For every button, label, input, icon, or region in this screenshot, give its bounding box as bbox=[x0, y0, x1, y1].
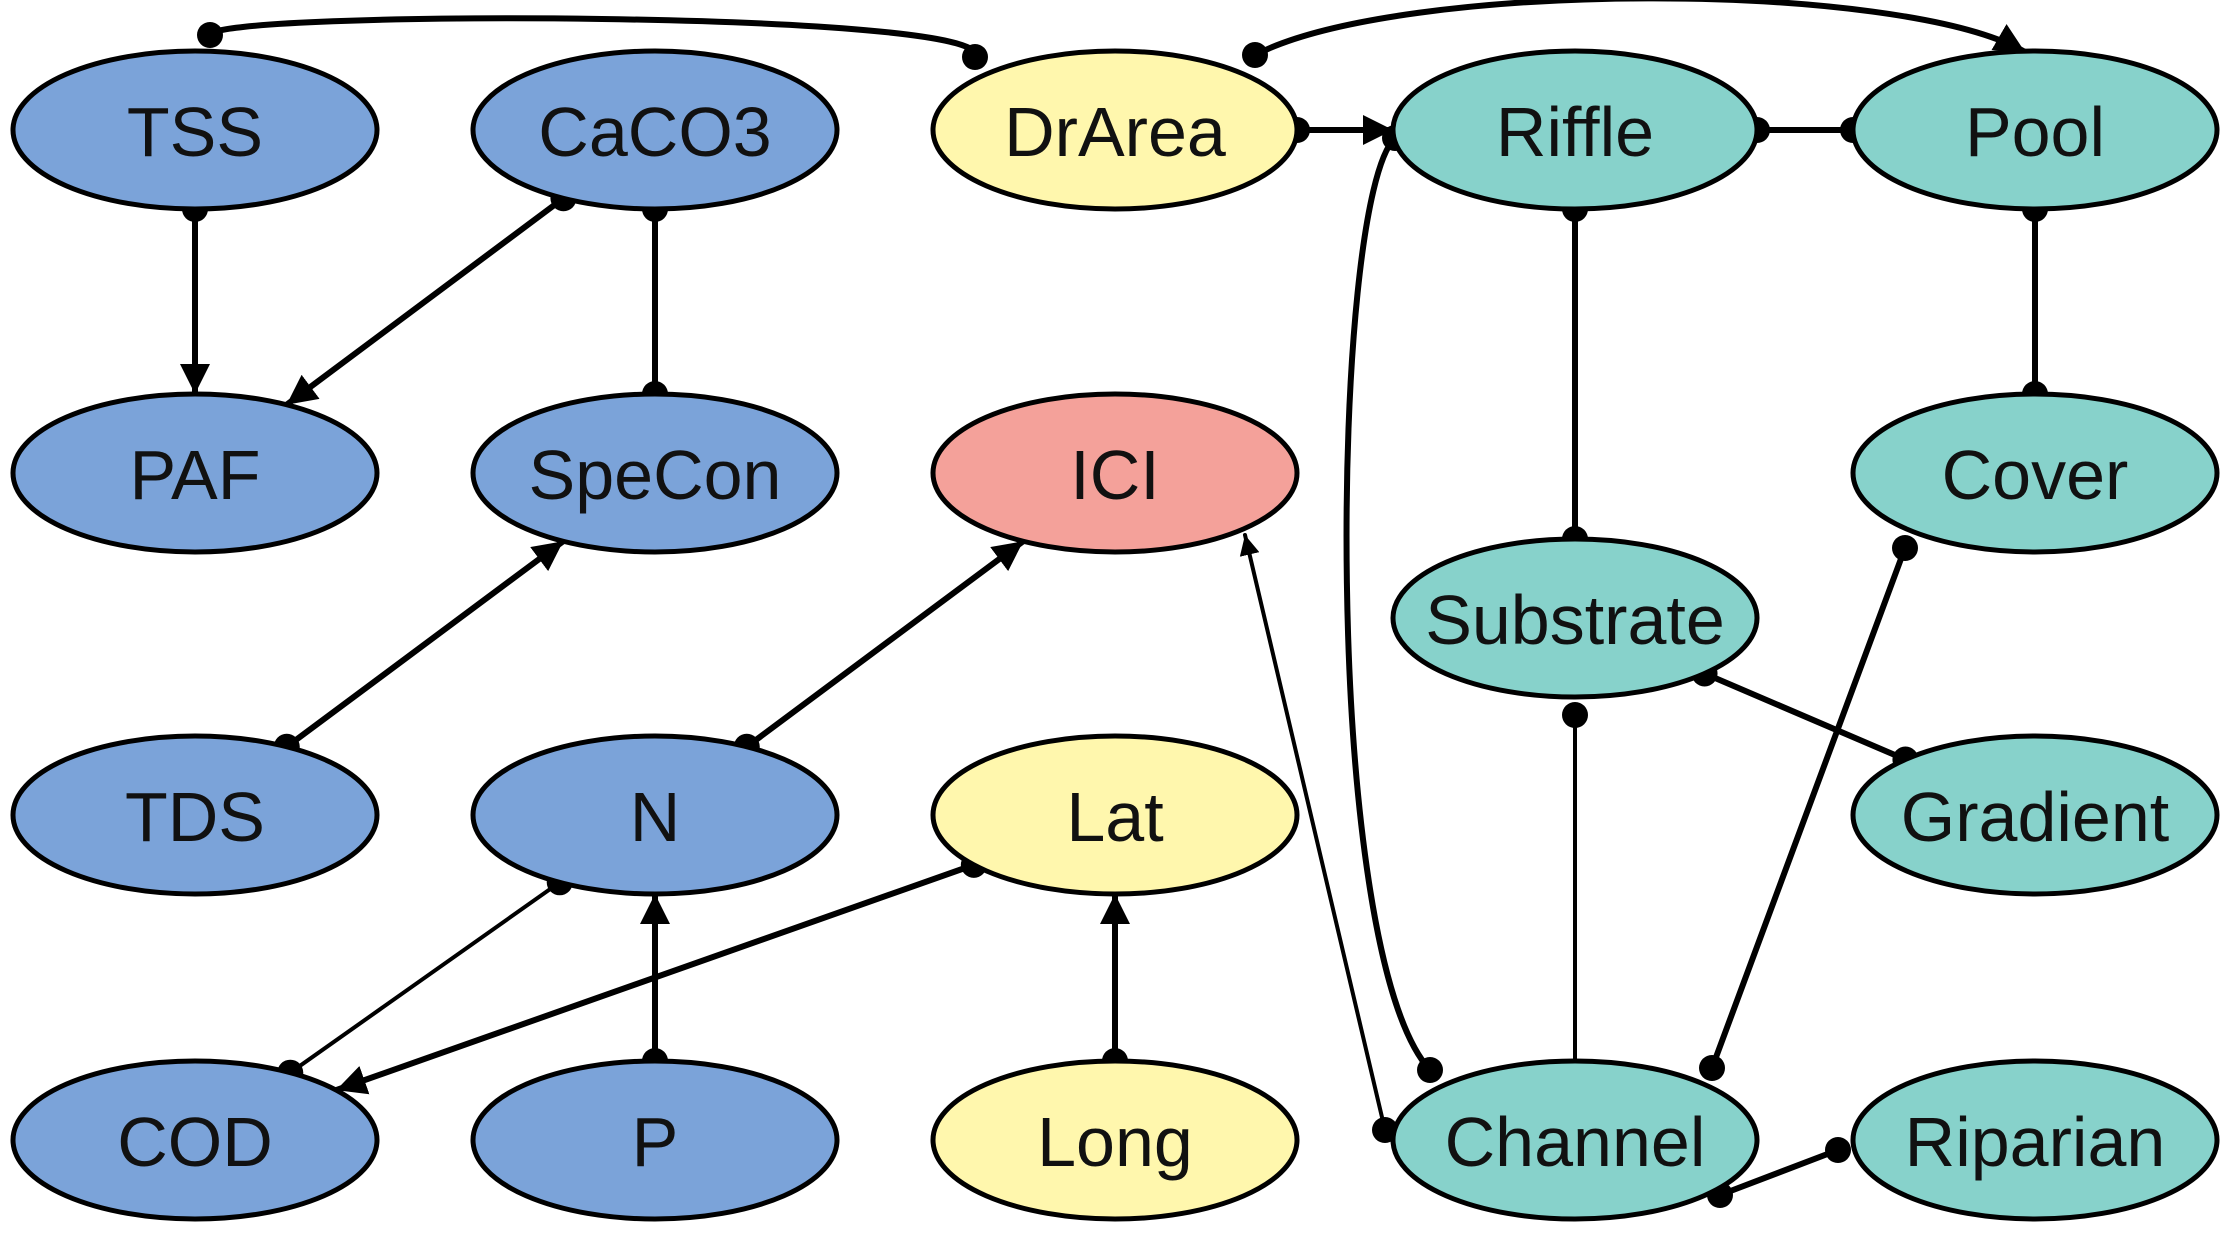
edge-line bbox=[1343, 135, 1433, 1073]
node-tss: TSS bbox=[10, 48, 380, 212]
node-n: N bbox=[470, 733, 840, 897]
node-label: CaCO3 bbox=[538, 93, 771, 171]
edge-line bbox=[207, 15, 979, 60]
node-shape bbox=[470, 733, 840, 897]
edge-line bbox=[743, 538, 1027, 750]
node-shape bbox=[1390, 1058, 1760, 1222]
node-label: TDS bbox=[125, 778, 265, 856]
edge-target-dot bbox=[1417, 1057, 1443, 1083]
node-label: N bbox=[630, 778, 681, 856]
edge-line bbox=[283, 195, 567, 408]
node-paf: PAF bbox=[10, 391, 380, 555]
edge-cod-n bbox=[277, 869, 573, 1086]
node-shape bbox=[930, 391, 1300, 555]
node-label: DrArea bbox=[1004, 93, 1226, 171]
edge-tss-drarea bbox=[197, 15, 988, 70]
node-tds: TDS bbox=[10, 733, 380, 897]
node-cod: COD bbox=[10, 1058, 380, 1222]
node-label: Pool bbox=[1965, 93, 2105, 171]
node-shape bbox=[1850, 733, 2220, 897]
edge-tss-paf bbox=[180, 196, 210, 397]
edge-caco3-specon bbox=[642, 196, 668, 407]
node-label: Riparian bbox=[1905, 1103, 2166, 1181]
edge-substrate-channel bbox=[1562, 702, 1588, 1062]
edge-target-dot bbox=[1825, 1137, 1851, 1163]
edge-tds-specon bbox=[273, 538, 567, 760]
node-lat: Lat bbox=[930, 733, 1300, 897]
node-shape bbox=[470, 48, 840, 212]
node-shape bbox=[10, 1058, 380, 1222]
edge-riffle-substrate bbox=[1562, 196, 1588, 552]
edge-drarea-riffle bbox=[1284, 115, 1396, 145]
edge-channel-riparian bbox=[1707, 1137, 1851, 1208]
node-shape bbox=[1390, 48, 1760, 212]
node-shape bbox=[1850, 391, 2220, 555]
node-channel: Channel bbox=[1390, 1058, 1760, 1222]
node-label: TSS bbox=[127, 93, 263, 171]
node-shape bbox=[1390, 536, 1760, 700]
node-label: Gradient bbox=[1901, 778, 2169, 856]
edge-substrate-gradient bbox=[1691, 660, 1919, 773]
node-label: COD bbox=[117, 1103, 273, 1181]
node-shape bbox=[470, 1058, 840, 1222]
node-shape bbox=[1850, 1058, 2220, 1222]
node-label: Substrate bbox=[1425, 581, 1725, 659]
edge-drarea-pool bbox=[1242, 0, 2028, 68]
edge-n-ici bbox=[733, 538, 1027, 760]
node-caco3: CaCO3 bbox=[470, 48, 840, 212]
node-substrate: Substrate bbox=[1390, 536, 1760, 700]
node-pool: Pool bbox=[1850, 48, 2220, 212]
edge-line bbox=[1239, 533, 1387, 1132]
node-riffle: Riffle bbox=[1390, 48, 1760, 212]
node-drarea: DrArea bbox=[930, 48, 1300, 212]
edge-line bbox=[283, 538, 567, 750]
node-label: Lat bbox=[1066, 778, 1163, 856]
node-shape bbox=[470, 391, 840, 555]
node-label: PAF bbox=[130, 436, 261, 514]
edge-source-dot bbox=[1562, 702, 1588, 728]
node-label: Cover bbox=[1942, 436, 2129, 514]
node-shape bbox=[10, 48, 380, 212]
node-p: P bbox=[470, 1058, 840, 1222]
node-shape bbox=[930, 733, 1300, 897]
edge-line bbox=[1709, 545, 1908, 1071]
node-label: Riffle bbox=[1496, 93, 1654, 171]
node-shape bbox=[10, 733, 380, 897]
edge-source-dot bbox=[197, 22, 223, 48]
node-label: ICI bbox=[1070, 436, 1159, 514]
node-specon: SpeCon bbox=[470, 391, 840, 555]
edge-source-dot bbox=[1892, 535, 1918, 561]
edge-riffle-pool bbox=[1744, 117, 1866, 143]
edge-target-dot bbox=[1699, 1055, 1725, 1081]
edge-line bbox=[288, 880, 562, 1075]
edge-target-dot bbox=[962, 44, 988, 70]
node-label: Channel bbox=[1445, 1103, 1706, 1181]
node-shape bbox=[1850, 48, 2220, 212]
node-shape bbox=[930, 1058, 1300, 1222]
node-gradient: Gradient bbox=[1850, 733, 2220, 897]
edge-line bbox=[1252, 0, 2028, 58]
node-cover: Cover bbox=[1850, 391, 2220, 555]
edge-long-lat bbox=[1100, 891, 1130, 1074]
node-riparian: Riparian bbox=[1850, 1058, 2220, 1222]
node-shape bbox=[10, 391, 380, 555]
edge-caco3-paf bbox=[283, 185, 577, 408]
node-label: SpeCon bbox=[529, 436, 782, 514]
edge-line bbox=[1701, 670, 1909, 763]
edge-p-n bbox=[640, 891, 670, 1074]
node-shape bbox=[930, 48, 1300, 212]
node-label: P bbox=[632, 1103, 679, 1181]
edge-pool-cover bbox=[2022, 196, 2048, 407]
edge-cover-channel bbox=[1699, 535, 1918, 1081]
edge-source-dot bbox=[1242, 42, 1268, 68]
edge-line bbox=[1717, 1147, 1841, 1198]
node-long: Long bbox=[930, 1058, 1300, 1222]
node-ici: ICI bbox=[930, 391, 1300, 555]
node-label: Long bbox=[1037, 1103, 1193, 1181]
